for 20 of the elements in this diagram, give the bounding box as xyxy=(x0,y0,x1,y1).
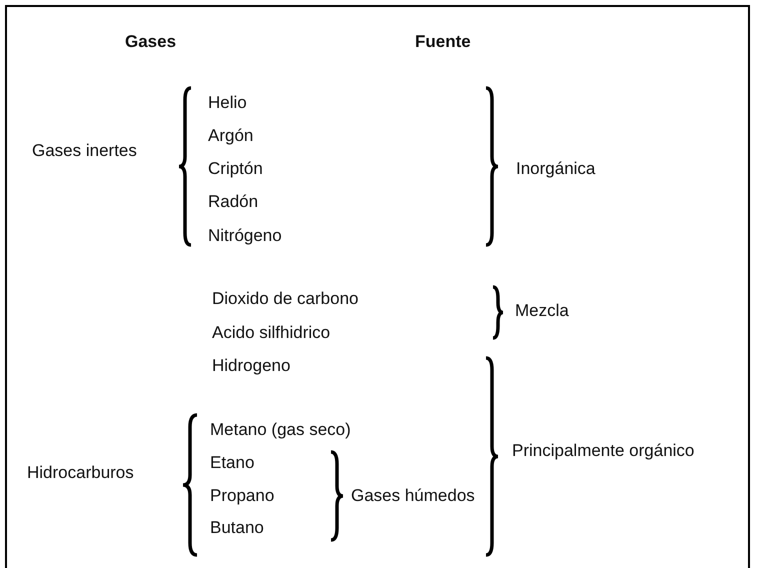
gas-name: Radón xyxy=(208,192,258,212)
gas-name: Metano (gas seco) xyxy=(210,420,351,440)
gas-name: Argón xyxy=(208,126,254,146)
gas-name: Acido silfhidrico xyxy=(212,323,330,343)
gas-name: Butano xyxy=(210,518,264,538)
gas-name: Etano xyxy=(210,453,254,473)
gas-name: Dioxido de carbono xyxy=(212,289,358,309)
group-label: Hidrocarburos xyxy=(27,463,134,483)
source-label: Inorgánica xyxy=(516,159,596,179)
gas-name: Criptón xyxy=(208,159,263,179)
gas-name: Propano xyxy=(210,486,274,506)
column-heading: Gases xyxy=(125,32,176,52)
gas-name: Nitrógeno xyxy=(208,226,282,246)
source-label: Principalmente orgánico xyxy=(512,441,694,461)
gas-name: Hidrogeno xyxy=(212,356,290,376)
gas-name: Helio xyxy=(208,93,247,113)
source-label: Mezcla xyxy=(515,301,569,321)
group-label: Gases húmedos xyxy=(351,486,475,506)
column-heading: Fuente xyxy=(415,32,471,52)
group-label: Gases inertes xyxy=(32,141,137,161)
